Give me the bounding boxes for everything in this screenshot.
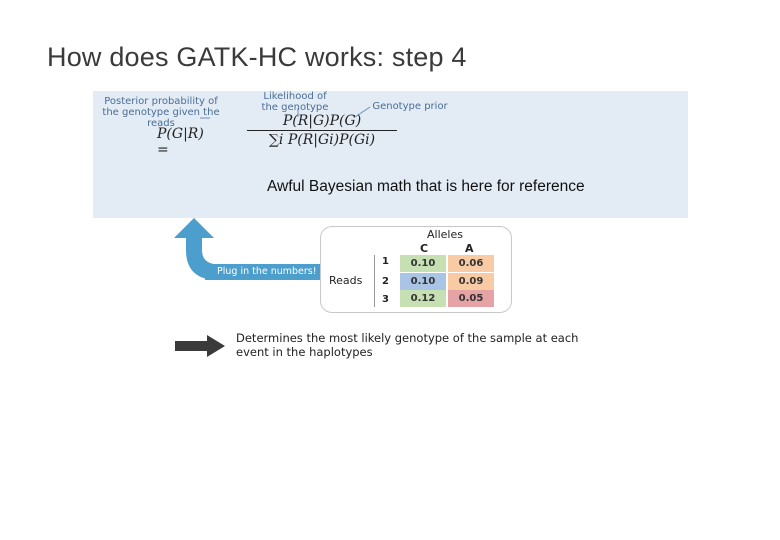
table-divider (374, 255, 375, 307)
formula-numerator: P(R|G)P(G) (247, 113, 397, 131)
table-cell: 0.10 (400, 273, 446, 290)
column-c: C (420, 242, 429, 255)
plug-in-label: Plug in the numbers! (205, 264, 335, 280)
read-number: 1 (382, 256, 389, 267)
read-number: 2 (382, 276, 389, 287)
annotation-lines (200, 106, 371, 119)
reads-header: Reads (329, 274, 363, 287)
table-cell: 0.06 (448, 255, 494, 272)
read-number: 3 (382, 294, 389, 305)
column-a: A (465, 242, 474, 255)
formula-denominator: ∑i P(R|Gi)P(Gi) (268, 132, 376, 148)
right-arrow-icon (175, 335, 225, 357)
likelihood-label: Likelihood of the genotype (261, 91, 329, 113)
slide-title: How does GATK-HC works: step 4 (47, 42, 467, 72)
table-cell: 0.12 (400, 290, 446, 307)
posterior-label: Posterior probability of the genotype gi… (102, 96, 220, 129)
formula-fraction: P(R|G)P(G) ∑i P(R|Gi)P(Gi) (247, 113, 397, 148)
table-cell: 0.05 (448, 290, 494, 307)
table-cell: 0.09 (448, 273, 494, 290)
table-cell: 0.10 (400, 255, 446, 272)
alleles-header: Alleles (427, 228, 463, 241)
reference-note: Awful Bayesian math that is here for ref… (267, 178, 585, 195)
prior-label: Genotype prior (372, 101, 448, 112)
conclusion-text: Determines the most likely genotype of t… (236, 331, 579, 359)
formula-lhs: P(G|R) = (157, 126, 204, 158)
formula-panel (93, 91, 688, 218)
